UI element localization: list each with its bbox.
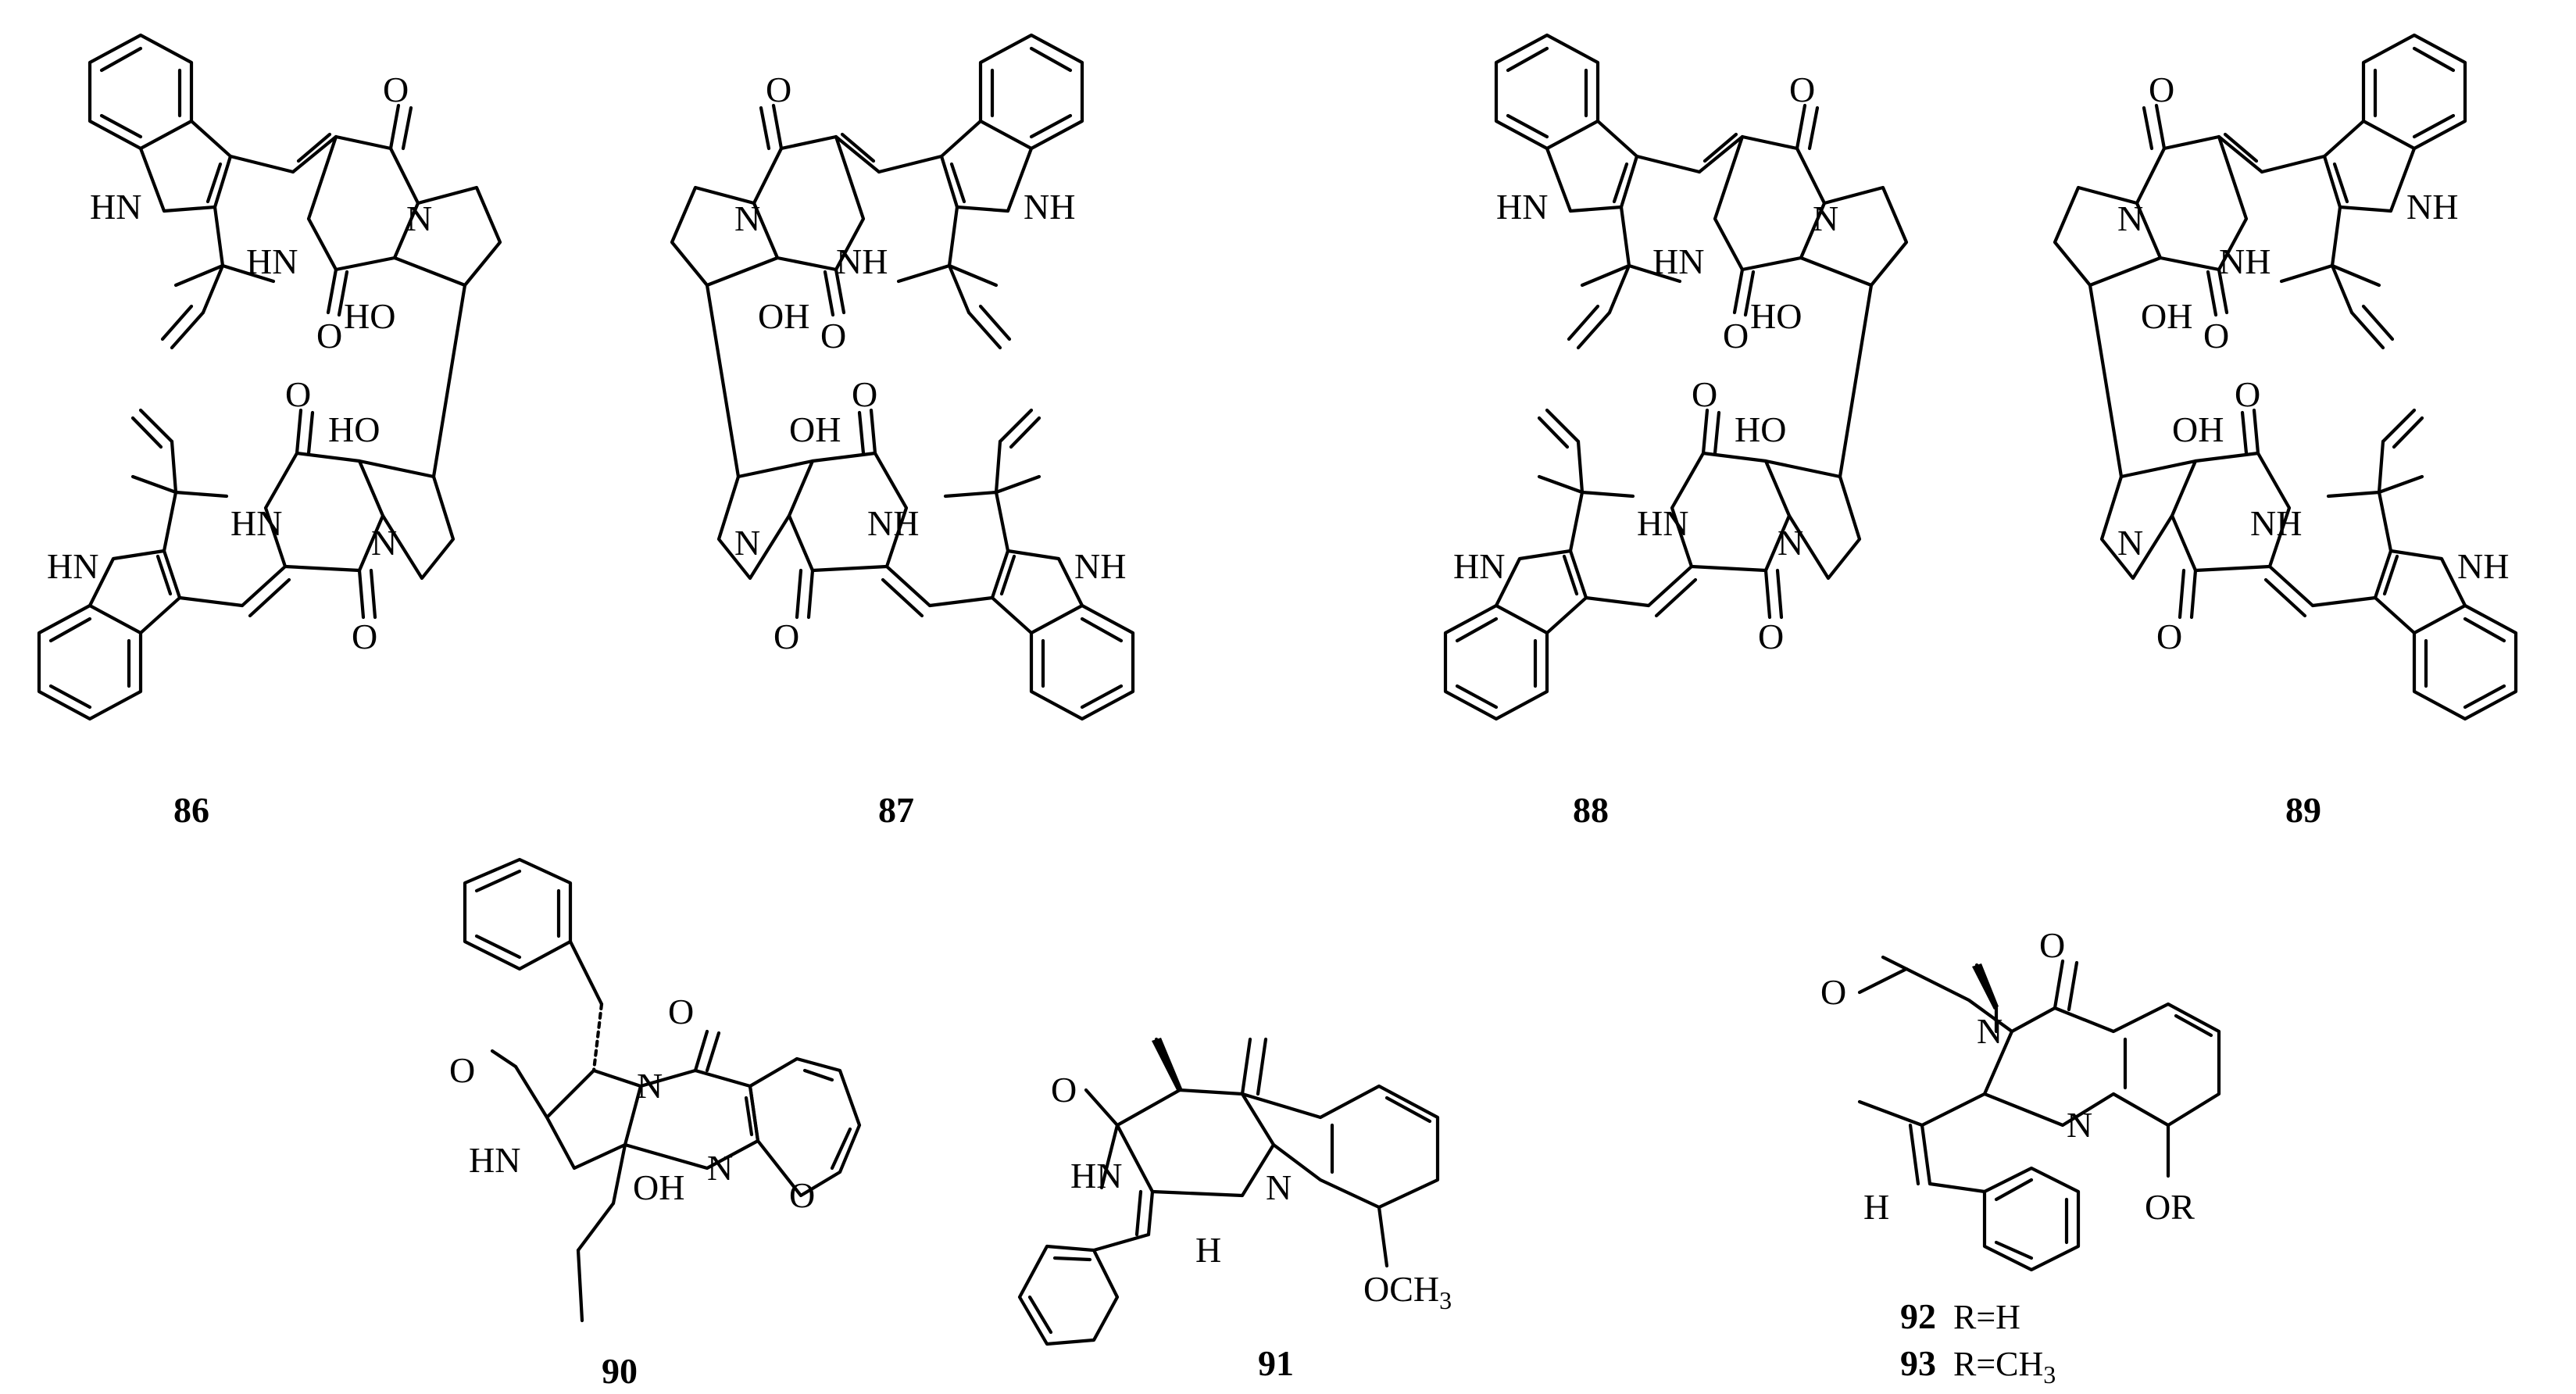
atom-oh: OH [2141, 296, 2192, 336]
atom-oh: HO [1750, 296, 1802, 336]
atom-hn: HN [230, 503, 282, 543]
atom-hn: HN [47, 546, 98, 586]
atom-o: O [820, 316, 846, 356]
structure-88: HN HN N O O HO HN HN N O HO O [1445, 35, 1906, 719]
atom-nh: NH [836, 241, 888, 281]
atom-o: O [2039, 925, 2065, 965]
atom-hn: HN [1070, 1156, 1122, 1196]
atom-n: N [1266, 1167, 1292, 1207]
atom-o: O [2156, 617, 2182, 656]
compound-label-86: 86 [173, 790, 209, 830]
compound-label-88: 88 [1573, 790, 1609, 830]
atom-och3: OCH3 [1363, 1269, 1452, 1314]
atom-oh: HO [328, 409, 380, 449]
atom-n: N [637, 1066, 663, 1106]
atom-n: N [1777, 523, 1803, 563]
atom-or: OR [2145, 1187, 2195, 1227]
atom-o: O [852, 374, 877, 414]
atom-o: O [789, 1175, 815, 1215]
atom-hn: HN [246, 241, 298, 281]
atom-nh: NH [2250, 503, 2302, 543]
atom-o: O [1051, 1070, 1077, 1110]
compound-label-93: 93 R=CH3 [1900, 1343, 2056, 1389]
r-group-92: R=H [1953, 1298, 2020, 1336]
compound-label-87: 87 [878, 790, 914, 830]
atom-nh: NH [2219, 241, 2271, 281]
atom-hn: HN [1496, 187, 1548, 227]
atom-oh: OH [758, 296, 809, 336]
atom-n: N [1977, 1011, 2003, 1051]
atom-o: O [383, 70, 409, 109]
structure-87 [672, 35, 1133, 719]
atom-o: O [766, 70, 791, 109]
svg-text:93: 93 [1900, 1343, 1936, 1383]
atom-nh: NH [1074, 546, 1126, 586]
structure-87-labels: NH NH N O O OH NH NH N O OH O [734, 70, 1126, 656]
atom-n: N [371, 523, 397, 563]
atom-n: N [734, 198, 760, 238]
atom-h: H [1863, 1187, 1889, 1227]
atom-h: H [1195, 1230, 1221, 1270]
atom-n: N [1813, 198, 1838, 238]
atom-nh: NH [1024, 187, 1075, 227]
atom-o: O [2203, 316, 2229, 356]
atom-oh: OH [2172, 409, 2224, 449]
atom-o: O [2235, 374, 2260, 414]
atom-hn: HN [1453, 546, 1505, 586]
atom-n: N [406, 198, 432, 238]
atom-o: O [668, 992, 694, 1031]
compound-label-89: 89 [2285, 790, 2321, 830]
structure-92-93: O N O N H OR [1820, 925, 2221, 1272]
compound-label-91: 91 [1258, 1343, 1294, 1383]
atom-o: O [2149, 70, 2174, 109]
atom-n: N [2117, 198, 2143, 238]
svg-text:92: 92 [1900, 1296, 1936, 1336]
atom-hn: HN [469, 1140, 520, 1180]
atom-o: O [1820, 972, 1846, 1012]
atom-o: O [449, 1050, 475, 1090]
structure-86: HN HN N O O HO HN HN N O HO O [39, 35, 500, 719]
compound-label-90: 90 [602, 1351, 638, 1391]
atom-o: O [774, 617, 799, 656]
atom-o: O [285, 374, 311, 414]
atom-hn: HN [1637, 503, 1688, 543]
atom-nh: NH [2457, 546, 2509, 586]
atom-nh: NH [867, 503, 919, 543]
r-group-93: R=CH3 [1953, 1345, 2056, 1389]
atom-oh: HO [344, 296, 395, 336]
atom-oh: OH [633, 1167, 684, 1207]
structure-90: O N O HN N OH O [449, 857, 862, 1323]
atom-n: N [707, 1148, 733, 1188]
atom-hn: HN [90, 187, 141, 227]
atom-n: N [734, 523, 760, 563]
structure-89-labels: NH NH N O O OH NH NH N O OH O [2117, 70, 2509, 656]
atom-n: N [2067, 1105, 2092, 1145]
atom-oh: OH [789, 409, 841, 449]
structure-89 [2055, 35, 2516, 719]
compound-label-92: 92 R=H [1900, 1296, 2020, 1336]
atom-n: N [2117, 523, 2143, 563]
atom-o: O [316, 316, 342, 356]
atom-o: O [1789, 70, 1815, 109]
atom-o: O [1758, 617, 1784, 656]
atom-o: O [1723, 316, 1749, 356]
atom-oh: HO [1735, 409, 1786, 449]
atom-o: O [1692, 374, 1717, 414]
structure-91: O HN N H OCH3 [1017, 1037, 1452, 1346]
atom-nh: NH [2406, 187, 2458, 227]
atom-o: O [352, 617, 377, 656]
atom-hn: HN [1652, 241, 1704, 281]
